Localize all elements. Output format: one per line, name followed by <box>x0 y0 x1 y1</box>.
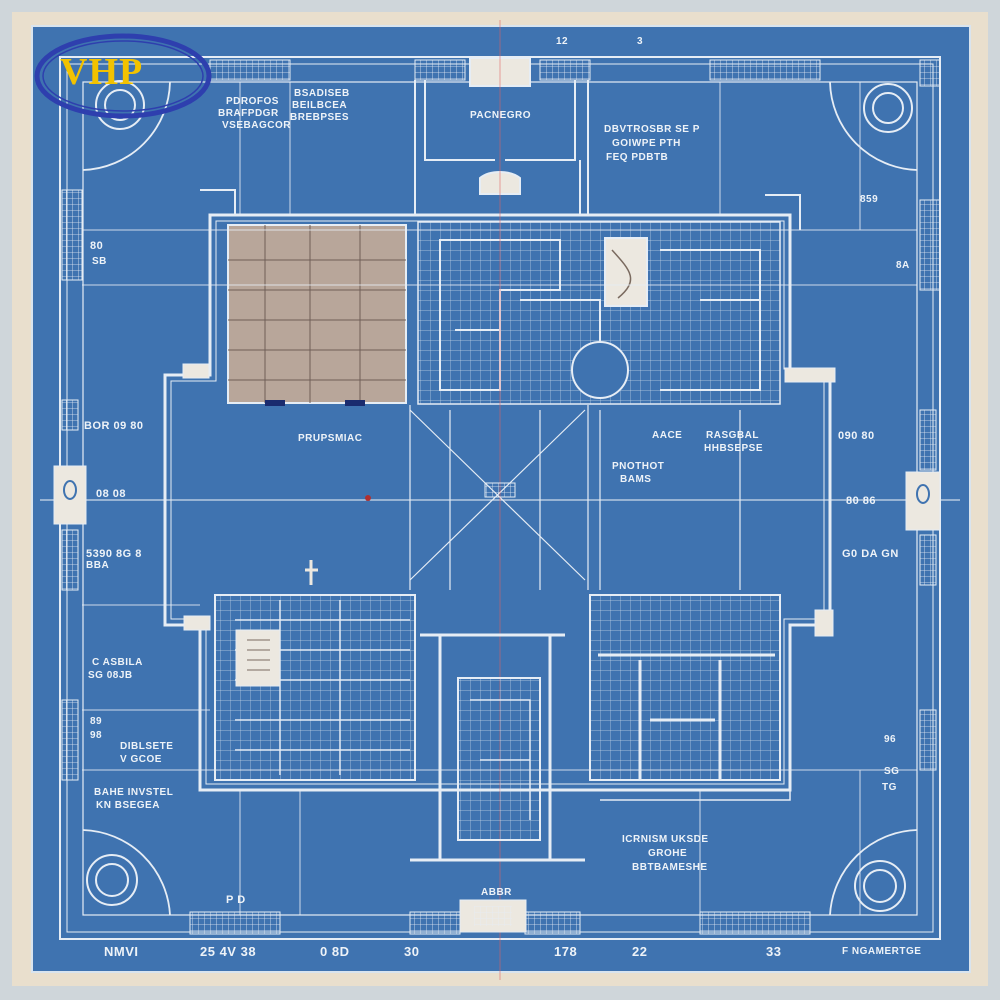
round-room <box>571 341 629 399</box>
side-label: 80 <box>90 240 104 252</box>
bottom-axis-label: 0 8D <box>320 944 350 959</box>
room-label: KN BSEGEA <box>96 800 160 811</box>
room-label: PACNEGRO <box>470 110 532 121</box>
side-label: 8A <box>896 260 910 271</box>
room-label: BAHE INVSTEL <box>94 787 174 798</box>
door-plate-left <box>53 465 87 525</box>
room-label: P D <box>226 894 246 906</box>
room-label: GOIWPE PTH <box>612 138 681 149</box>
dimension-label: 5390 8G 8 <box>86 548 142 560</box>
logo-text: VHP <box>60 51 144 93</box>
door-plate-right <box>905 471 941 531</box>
room-label: BEILBCEA <box>292 100 348 111</box>
room-label: VSEBAGCOR <box>222 120 291 131</box>
room-label: FEQ PDBTB <box>606 152 669 163</box>
dimension-label: BOR 09 80 <box>84 420 144 432</box>
room-label: BREBPSES <box>290 112 350 123</box>
room-label: V GCOE <box>120 754 162 765</box>
bottom-axis-label: 25 4V 38 <box>200 944 257 959</box>
room-label: ABBR <box>481 887 512 898</box>
company-logo <box>34 33 212 119</box>
room-label: ICRNISM UKSDE <box>622 834 709 845</box>
corner-medallions <box>86 80 913 912</box>
dimension-label: BBA <box>86 560 110 571</box>
lower-core <box>457 677 541 841</box>
hall-label: PRUPSMIAC <box>298 433 363 444</box>
room-label: BSADISEB <box>294 88 350 99</box>
lower-left-room <box>214 594 416 781</box>
bottom-axis-label: 33 <box>766 944 782 959</box>
top-number-a: 12 <box>556 36 569 47</box>
bottom-axis-label: NMVI <box>104 944 139 959</box>
room-label: PDROFOS <box>226 96 279 107</box>
side-label: 859 <box>860 194 879 205</box>
wall-band-top <box>209 59 291 81</box>
room-label: AACE <box>652 430 683 441</box>
dimension-label: 08 08 <box>96 488 127 500</box>
dimension-label: 090 80 <box>838 430 875 442</box>
side-label: SG <box>884 766 900 777</box>
room-label: DIBLSETE <box>120 741 174 752</box>
side-label: 98 <box>90 730 103 741</box>
lower-right-room <box>589 594 781 781</box>
room-label: DBVTROSBR SE P <box>604 124 700 135</box>
room-label: BBTBAMESHE <box>632 862 708 873</box>
bottom-axis-label: 30 <box>404 944 420 959</box>
wall-band-left <box>61 189 83 281</box>
room-label: HHBSEPSE <box>704 443 764 454</box>
room-label: PNOTHOT <box>612 461 665 472</box>
side-label: TG <box>882 782 897 793</box>
side-label: 89 <box>90 716 103 727</box>
room-label: C ASBILA <box>92 657 143 668</box>
wall-band-right <box>919 59 941 87</box>
wall-band-bottom <box>189 911 281 935</box>
tile-room <box>227 224 407 404</box>
dimension-label: 80 86 <box>846 495 877 507</box>
room-label: BAMS <box>620 474 652 485</box>
side-label: 96 <box>884 734 897 745</box>
room-label: RASGBAL <box>706 430 759 441</box>
room-label: SG 08JB <box>88 670 133 681</box>
side-label: SB <box>92 256 107 267</box>
room-label: GROHE <box>648 848 688 859</box>
dimension-label: G0 DA GN <box>842 548 899 560</box>
top-number-b: 3 <box>637 36 644 47</box>
bottom-axis-label: F NGAMERTGE <box>842 946 922 957</box>
room-label: BRAFPDGR <box>218 108 279 119</box>
bottom-axis-label: 22 <box>632 944 648 959</box>
bottom-axis-label: 178 <box>554 944 578 959</box>
